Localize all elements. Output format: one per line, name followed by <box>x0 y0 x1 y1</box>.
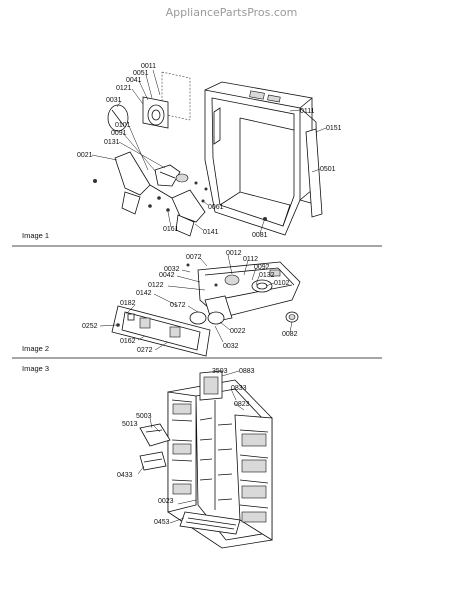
part-label: 0433 <box>117 472 133 479</box>
part-label: 0121 <box>116 85 132 92</box>
part-label: 0252 <box>82 323 98 330</box>
part-label: 0022 <box>230 328 246 335</box>
part-label: 0101 <box>115 122 131 129</box>
part-label: 0012 <box>226 250 242 257</box>
part-label: 0272 <box>137 347 153 354</box>
part-label: 5013 <box>122 421 138 428</box>
part-label: 0141 <box>203 229 219 236</box>
part-label: 0031 <box>106 97 122 104</box>
part-label: 0051 <box>133 70 149 77</box>
part-label: 0042 <box>159 272 175 279</box>
part-label: 0151 <box>326 125 342 132</box>
part-label: 0883 <box>239 368 255 375</box>
part-label: 0162 <box>120 338 136 345</box>
image-1-part-numbers: 0011 0051 0041 0121 0031 0111 0151 0101 … <box>77 63 342 239</box>
image-1-title: Image 1 <box>22 231 49 240</box>
part-label: 0111 <box>300 108 315 115</box>
part-label: 0161 <box>163 226 179 233</box>
part-label: 0132 <box>259 272 275 279</box>
part-label: 0061 <box>208 204 224 211</box>
part-label: 0172 <box>170 302 186 309</box>
part-label: 0032 <box>223 343 239 350</box>
part-label: 0182 <box>120 300 136 307</box>
part-label: 0833 <box>231 385 247 392</box>
part-label: 0091 <box>111 130 127 137</box>
part-label: 0023 <box>158 498 174 505</box>
part-label: 5003 <box>136 413 152 420</box>
image-2-drawing <box>99 254 301 357</box>
image-1-drawing <box>91 69 327 237</box>
part-label: 0082 <box>282 331 298 338</box>
part-label: 0453 <box>154 519 170 526</box>
part-label: 0041 <box>126 77 142 84</box>
part-label: 0032 <box>164 266 180 273</box>
image-3-title: Image 3 <box>22 364 49 373</box>
watermark-text: AppliancePartsPros.com <box>165 6 298 19</box>
image-3-drawing <box>137 370 273 549</box>
part-label: 0021 <box>77 152 93 159</box>
part-label: 0501 <box>320 166 336 173</box>
part-label: 0142 <box>136 290 152 297</box>
image-2-title: Image 2 <box>22 344 49 353</box>
part-label: 0092 <box>254 264 270 271</box>
part-label: 0102 <box>274 280 290 287</box>
part-label: 3503 <box>212 368 228 375</box>
part-label: 0072 <box>186 254 202 261</box>
image-2-part-numbers: 0072 0012 0112 0092 0132 0032 0042 0122 … <box>82 250 298 354</box>
image-3-part-numbers: 3503 0883 0833 0823 5003 5013 0433 0023 … <box>117 368 255 526</box>
part-label: 0081 <box>252 232 268 239</box>
part-label: 0011 <box>141 63 156 70</box>
part-label: 0823 <box>234 401 250 408</box>
part-label: 0122 <box>148 282 164 289</box>
part-label: 0112 <box>243 256 258 263</box>
part-label: 0131 <box>104 139 120 146</box>
